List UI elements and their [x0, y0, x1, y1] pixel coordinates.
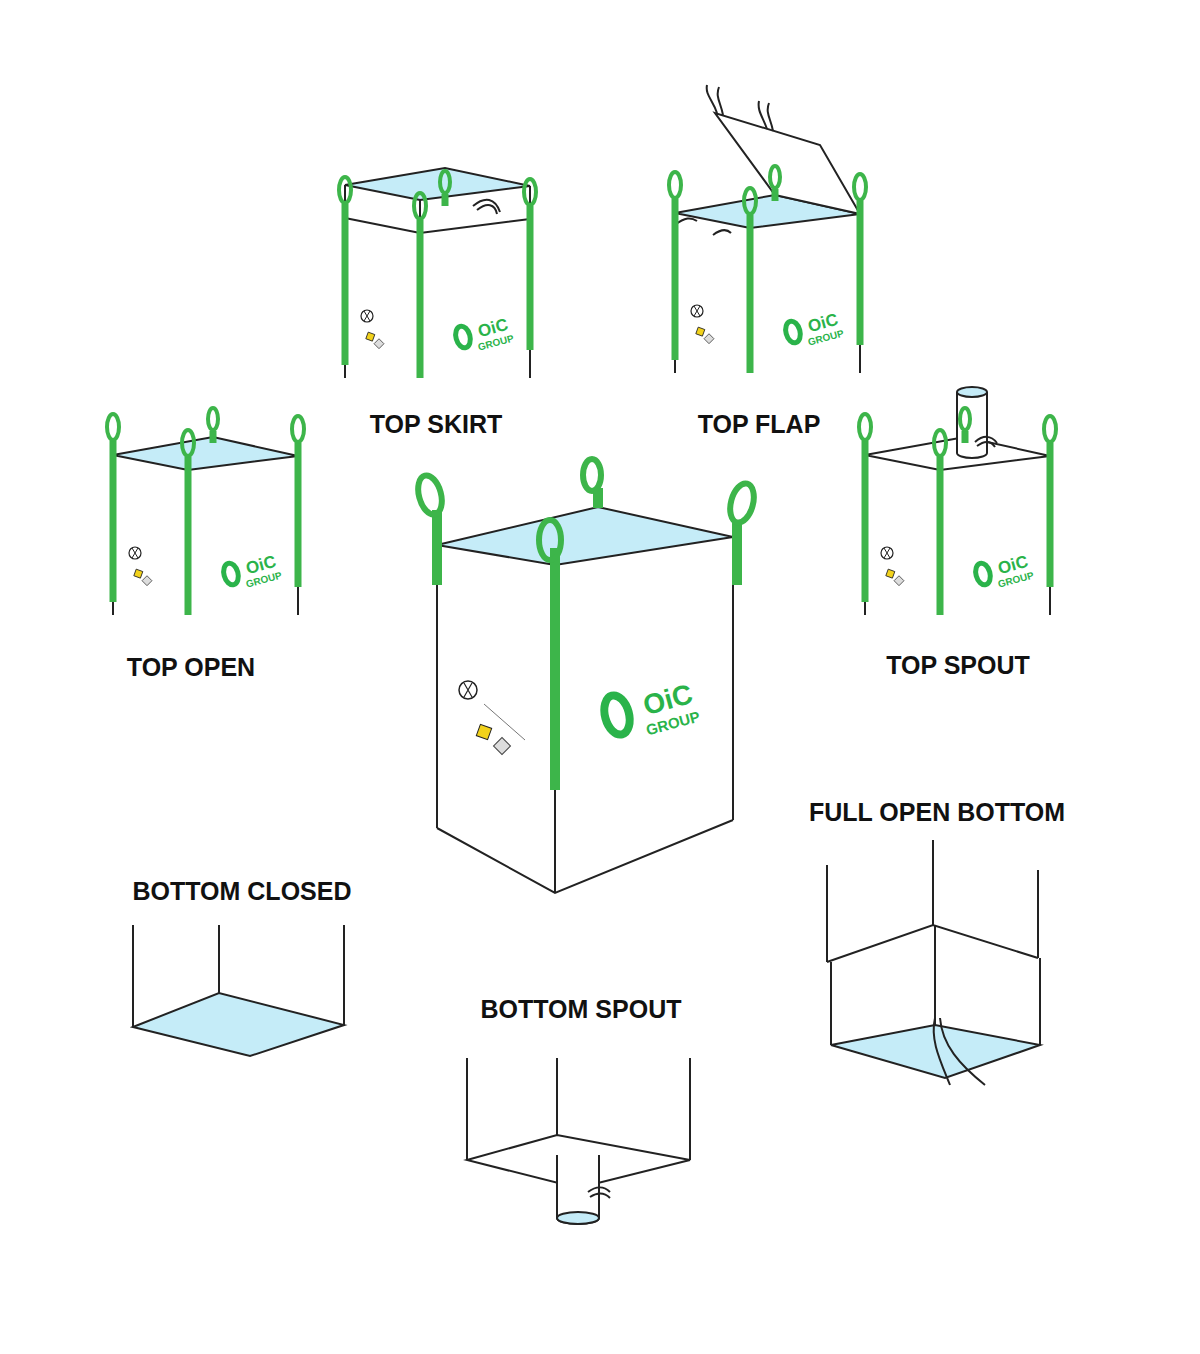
bag-edge — [467, 1058, 690, 1160]
warning-sign — [476, 724, 491, 739]
bag-body — [859, 408, 1056, 615]
print-marking — [484, 704, 525, 740]
caption: TOP OPEN — [127, 655, 255, 680]
top-spout-bag — [859, 387, 1056, 615]
bag-outline — [437, 537, 733, 893]
bag-top — [437, 507, 733, 565]
lifting-loop — [726, 481, 758, 525]
skirt-rim — [345, 168, 530, 200]
bag-body — [107, 408, 304, 615]
top-flap — [715, 113, 860, 214]
lifting-loop — [583, 459, 601, 491]
caption: BOTTOM CLOSED — [133, 879, 352, 904]
full-open-bottom-view — [827, 840, 1040, 1085]
un-symbol — [464, 683, 472, 697]
hazard-sign — [494, 738, 511, 755]
tie-cord — [473, 200, 500, 214]
bag-bottom — [831, 1025, 1040, 1078]
tie-cord — [588, 1188, 610, 1199]
bottom-closed-view — [133, 925, 344, 1056]
bag-body — [339, 171, 536, 378]
caption: FULL OPEN BOTTOM — [809, 800, 1065, 825]
skirt-wall — [345, 185, 530, 233]
bottom-spout-view — [467, 1058, 690, 1224]
spout-mouth — [957, 387, 987, 397]
top-flap-bag — [669, 85, 866, 373]
bag-edge — [827, 840, 1038, 962]
lifting-loop — [414, 473, 446, 517]
logo-ring — [600, 693, 634, 738]
lifting-loop — [539, 520, 561, 560]
caption: BOTTOM SPOUT — [481, 997, 682, 1022]
top-open-bag — [107, 408, 304, 615]
spout-mouth — [557, 1212, 599, 1224]
top-skirt-bag — [339, 168, 536, 378]
tie-cord — [975, 437, 997, 447]
bag-edge — [133, 925, 344, 1027]
caption: TOP FLAP — [698, 412, 821, 437]
un-symbol — [459, 681, 477, 699]
tie-cord — [675, 218, 731, 235]
tie-cord — [934, 1018, 985, 1085]
main-bag — [414, 459, 758, 893]
tie-cord — [707, 85, 773, 131]
bag-top — [113, 437, 298, 470]
lifting-strap — [437, 488, 737, 790]
bag-body — [669, 166, 866, 373]
bag-bottom — [133, 993, 344, 1056]
caption: TOP SKIRT — [370, 412, 502, 437]
caption: TOP SPOUT — [886, 653, 1030, 678]
